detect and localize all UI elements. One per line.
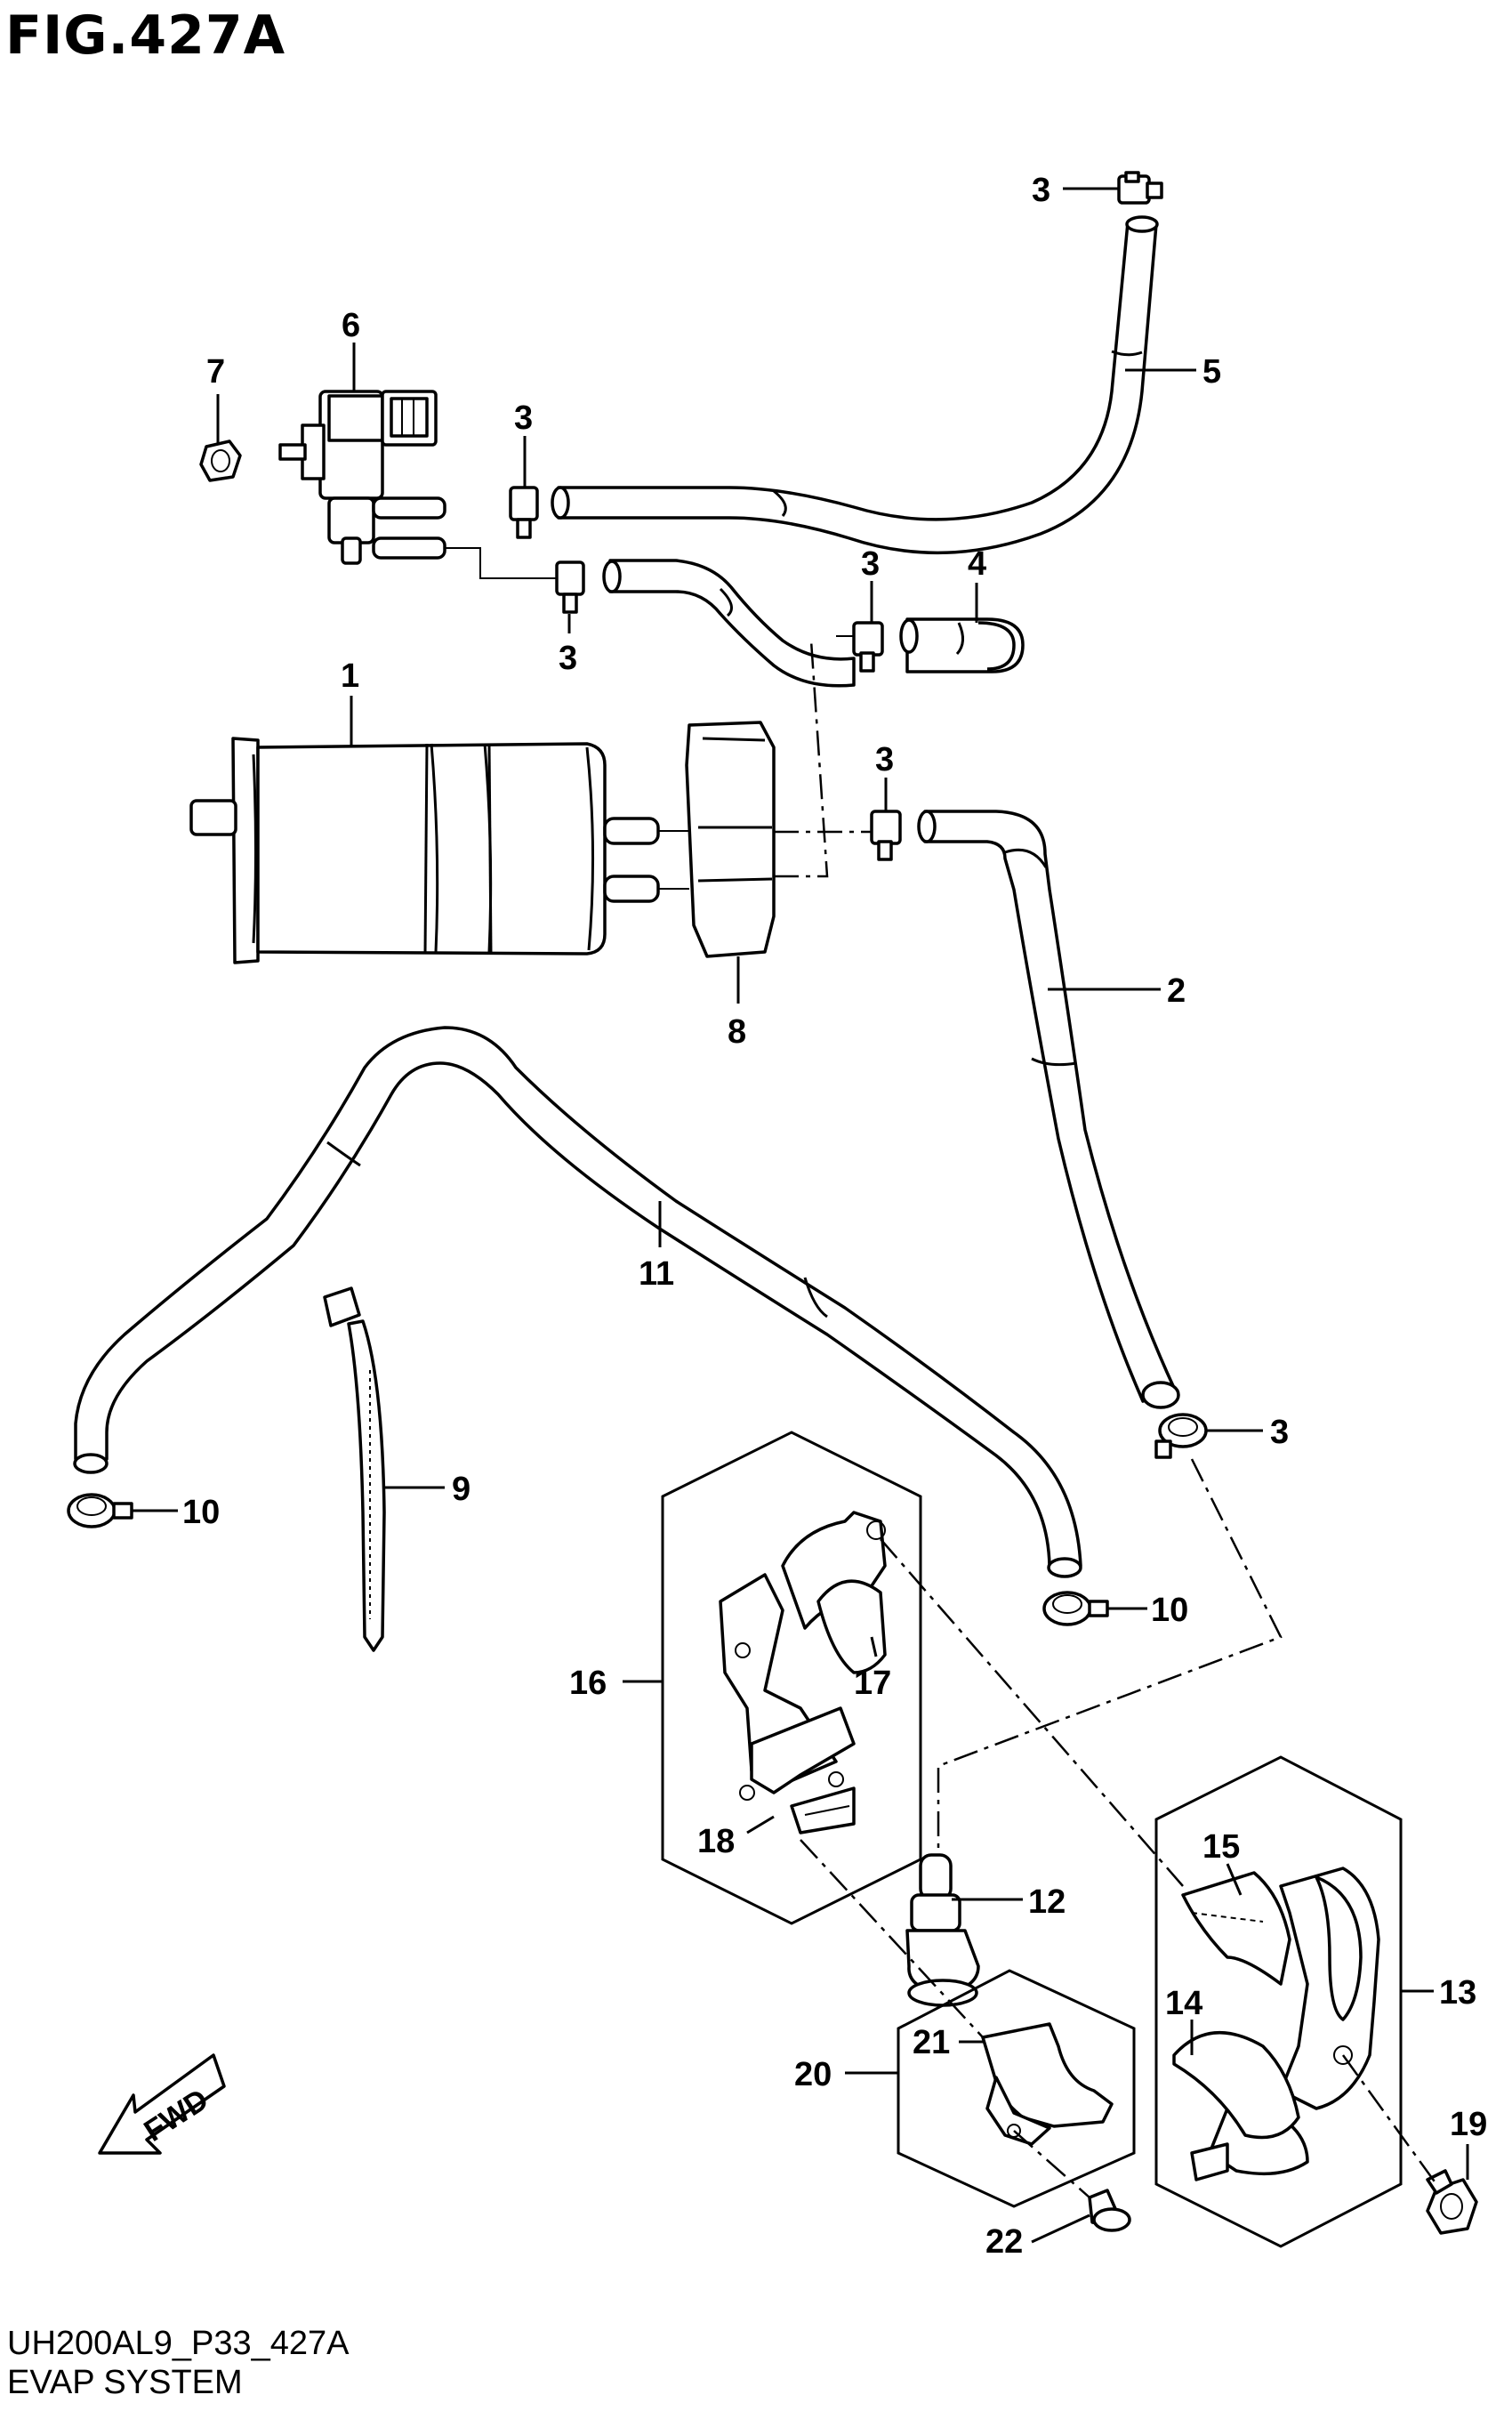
- callout-7: 7: [206, 353, 225, 391]
- callout-17: 17: [854, 1665, 891, 1702]
- hose-clamp-canister[interactable]: [870, 810, 902, 861]
- callout-14: 14: [1165, 1985, 1202, 2022]
- fwd-direction-marker: FWD: [98, 2053, 226, 2155]
- group-13-outline: [1154, 1755, 1403, 2248]
- callout-10: 10: [182, 1494, 220, 1531]
- callout-1: 1: [341, 657, 359, 695]
- figure-code: UH200AL9_P33_427A: [7, 2325, 350, 2362]
- hose-5[interactable]: [551, 215, 1159, 555]
- callout-3: 3: [559, 640, 577, 677]
- callout-20: 20: [794, 2056, 832, 2093]
- callout-19: 19: [1450, 2106, 1487, 2143]
- hose-clamp-2[interactable]: [1154, 1413, 1208, 1459]
- callout-12: 12: [1028, 1883, 1066, 1921]
- purge-control-valve[interactable]: [278, 390, 446, 565]
- callout-21: 21: [913, 2024, 950, 2061]
- hose-2[interactable]: [917, 810, 1180, 1409]
- callout-18: 18: [697, 1823, 735, 1860]
- clamp-17[interactable]: [781, 1511, 887, 1674]
- clip-18[interactable]: [790, 1786, 856, 1834]
- canister-1[interactable]: [189, 737, 660, 964]
- callout-22: 22: [985, 2223, 1023, 2261]
- screw-22[interactable]: [1088, 2189, 1131, 2232]
- callout-10: 10: [1151, 1592, 1188, 1629]
- leader-lines: [132, 187, 1469, 2244]
- callout-11: 11: [639, 1255, 674, 1293]
- clamp-15[interactable]: [1181, 1871, 1291, 1986]
- callout-8: 8: [728, 1013, 746, 1051]
- group-20-outline: [897, 1969, 1136, 2208]
- bolt-19[interactable]: [1426, 2169, 1478, 2235]
- callout-3: 3: [875, 741, 894, 778]
- hose-clamp-4[interactable]: [836, 621, 884, 673]
- group-16-outline: [661, 1431, 922, 1925]
- callout-6: 6: [342, 307, 360, 344]
- hose-clamp-valve-upper[interactable]: [509, 486, 539, 539]
- cable-tie-9[interactable]: [323, 1286, 386, 1652]
- callout-3: 3: [861, 545, 880, 583]
- callout-4: 4: [968, 545, 986, 583]
- callout-13: 13: [1439, 1974, 1476, 2012]
- callout-3: 3: [1032, 172, 1050, 209]
- callout-5: 5: [1202, 353, 1221, 391]
- hose-lower-valve[interactable]: [602, 559, 856, 688]
- hose-4[interactable]: [899, 617, 1025, 673]
- callout-2: 2: [1167, 972, 1186, 1010]
- callout-16: 16: [569, 1665, 607, 1702]
- callout-15: 15: [1202, 1828, 1240, 1866]
- hose-clamp-10-left[interactable]: [67, 1493, 133, 1528]
- callout-9: 9: [452, 1471, 470, 1508]
- fitting-12[interactable]: [905, 1853, 980, 2007]
- figure-name: EVAP SYSTEM: [7, 2364, 243, 2401]
- callout-3: 3: [1270, 1414, 1289, 1451]
- hose-clamp-top[interactable]: [1117, 171, 1163, 205]
- nut-7[interactable]: [199, 439, 242, 482]
- hose-11[interactable]: [73, 1026, 1082, 1578]
- callout-3: 3: [514, 399, 533, 437]
- callout-labels: 3 5 6 7 3 3 4 3 1 3 2 8 11 3 9 10 10 16 …: [182, 172, 1487, 2261]
- figure-title: FIG.427A: [5, 4, 286, 67]
- hose-clamp-10-right[interactable]: [1042, 1591, 1109, 1626]
- bracket-16[interactable]: [719, 1573, 856, 1801]
- clamp-14[interactable]: [1172, 2030, 1300, 2140]
- hose-clamp-valve-lower[interactable]: [555, 560, 585, 614]
- canister-bracket-8[interactable]: [685, 721, 776, 958]
- clamp-21[interactable]: [981, 2022, 1114, 2146]
